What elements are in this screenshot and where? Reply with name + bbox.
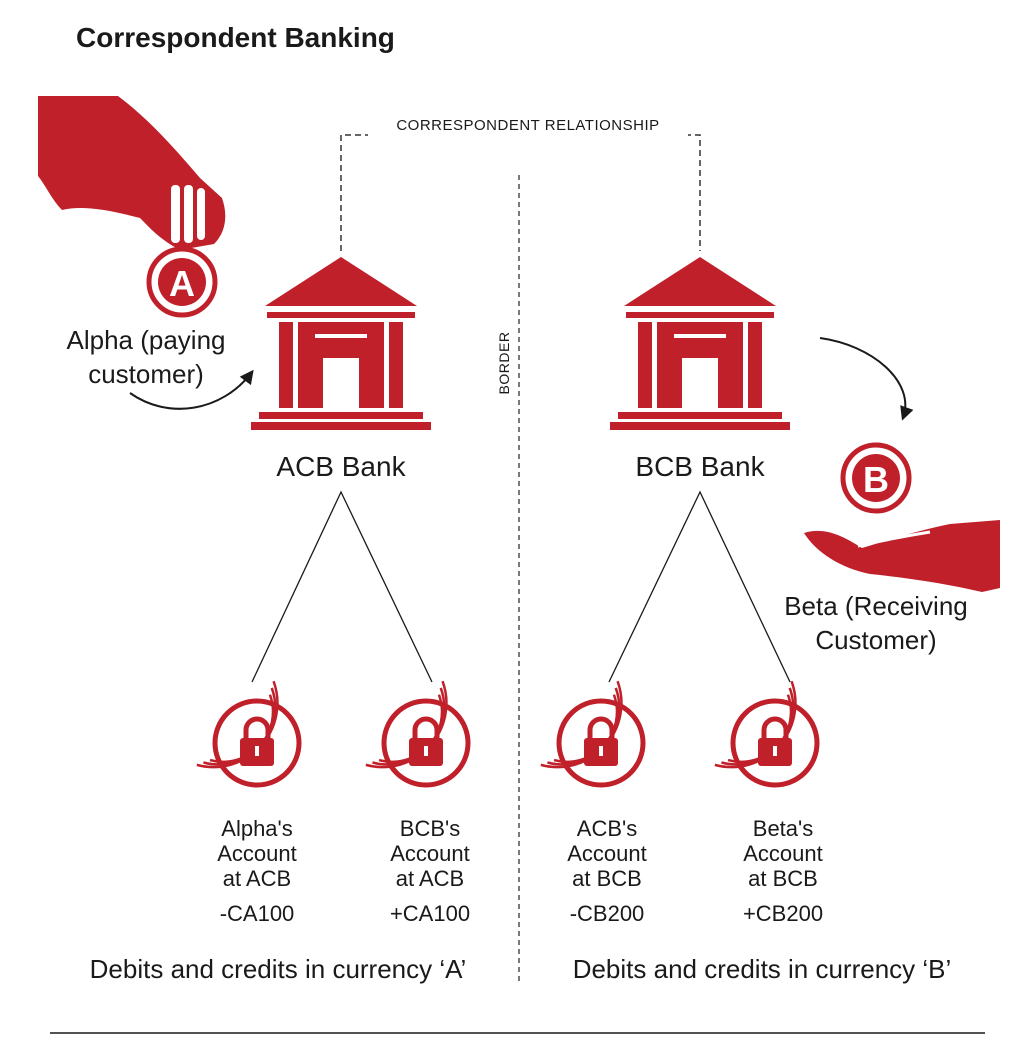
account-line: Account xyxy=(390,841,470,866)
hand-dropping-coin-icon xyxy=(38,96,226,250)
receiver-coin-badge: B xyxy=(840,442,912,514)
receiver-label-line-2: Customer) xyxy=(815,625,936,655)
acb-bank-building-icon xyxy=(251,257,431,430)
account-line: Account xyxy=(217,841,297,866)
payer-to-bank-arrow xyxy=(129,369,254,410)
account-label-alpha-at-acb: Alpha's Account at ACB -CA100 xyxy=(217,816,297,926)
alpha-account-padlock-icon xyxy=(196,680,302,788)
page-title: Correspondent Banking xyxy=(76,22,395,53)
open-hand-receiving-icon xyxy=(804,520,1000,592)
account-label-beta-at-bcb: Beta's Account at BCB +CB200 xyxy=(743,816,823,926)
beta-account-padlock-icon xyxy=(714,680,820,788)
account-line: at BCB xyxy=(748,866,818,891)
account-line: Alpha's xyxy=(221,816,292,841)
border-divider: BORDER xyxy=(494,175,520,985)
account-line: BCB's xyxy=(400,816,460,841)
account-label-acb-at-bcb: ACB's Account at BCB -CB200 xyxy=(567,816,647,926)
bcb-account-padlock-icon xyxy=(365,680,471,788)
payer-label-line-2: customer) xyxy=(88,359,204,389)
bank-to-receiver-arrow xyxy=(819,337,914,421)
account-line: at ACB xyxy=(396,866,464,891)
account-line: Account xyxy=(743,841,823,866)
account-line: Beta's xyxy=(753,816,813,841)
account-line: ACB's xyxy=(577,816,637,841)
receiver-label-line-1: Beta (Receiving xyxy=(784,591,968,621)
account-line: Account xyxy=(567,841,647,866)
border-label: BORDER xyxy=(496,332,512,395)
account-line: at ACB xyxy=(223,866,291,891)
footer-currency-b: Debits and credits in currency ‘B’ xyxy=(573,954,952,984)
correspondent-relationship-label: CORRESPONDENT RELATIONSHIP xyxy=(396,117,659,134)
payer-label-line-1: Alpha (paying xyxy=(67,325,226,355)
account-amount: +CA100 xyxy=(390,901,470,926)
account-label-bcb-at-acb: BCB's Account at ACB +CA100 xyxy=(390,816,470,926)
acb-bank-name: ACB Bank xyxy=(276,451,406,482)
payer-badge-letter: A xyxy=(169,263,195,304)
acb-account-padlock-icon xyxy=(540,680,646,788)
account-amount: -CB200 xyxy=(570,901,645,926)
account-amount: -CA100 xyxy=(220,901,295,926)
account-line: at BCB xyxy=(572,866,642,891)
receiver-badge-letter: B xyxy=(863,459,889,500)
bcb-bank-building-icon xyxy=(610,257,790,430)
correspondent-relationship-connector: CORRESPONDENT RELATIONSHIP xyxy=(340,112,701,251)
bcb-bank-name: BCB Bank xyxy=(635,451,765,482)
footer-currency-a: Debits and credits in currency ‘A’ xyxy=(90,954,467,984)
payer-coin-badge: A xyxy=(146,246,218,318)
account-amount: +CB200 xyxy=(743,901,823,926)
account-tree-lines xyxy=(251,490,791,683)
